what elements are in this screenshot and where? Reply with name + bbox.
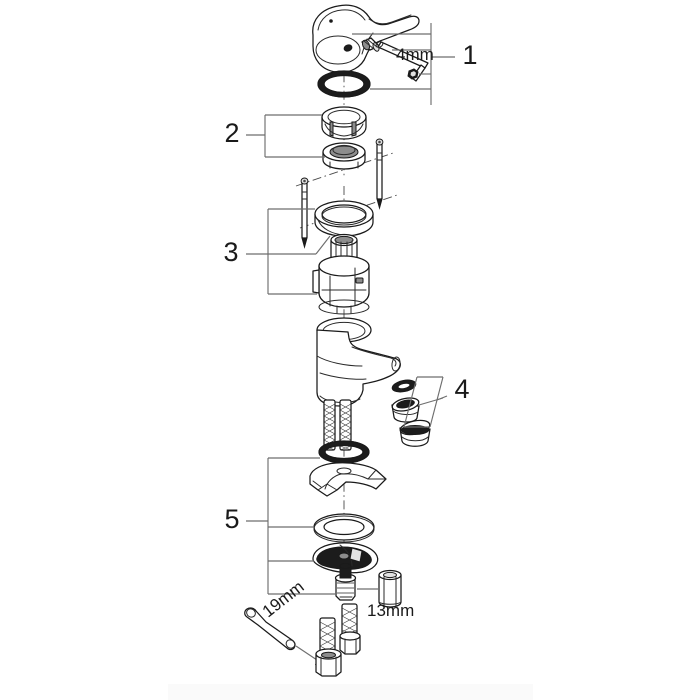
bottom-band	[168, 684, 533, 700]
callout-number-3: 3	[223, 237, 238, 267]
size-label-13mm: 13mm	[367, 601, 414, 620]
leader-group-1	[352, 23, 455, 105]
part-retaining-collar	[321, 106, 367, 140]
callout-number-5: 5	[224, 504, 239, 534]
part-aerator-housing	[399, 419, 431, 447]
part-base-gasket	[309, 462, 387, 497]
part-adapter-ring	[322, 142, 366, 170]
part-aerator-insert	[391, 397, 420, 423]
part-grub-screw	[361, 37, 380, 52]
part-mounting-bracket	[312, 542, 379, 574]
part-hose-connector-assembly	[315, 603, 361, 677]
part-cap-ring	[317, 70, 371, 98]
part-wrench-19mm	[244, 607, 326, 666]
size-label-4mm: 4mm	[396, 45, 434, 64]
part-cartridge-nut	[314, 200, 374, 237]
callout-number-4: 4	[454, 374, 469, 404]
part-flexible-hose-pair	[323, 399, 352, 451]
part-faucet-body	[316, 317, 401, 407]
callout-number-1: 1	[462, 40, 477, 70]
leader-group-5	[246, 457, 336, 595]
part-o-ring-seal	[318, 440, 370, 464]
callout-number-2: 2	[224, 118, 239, 148]
part-socket-13mm	[378, 569, 402, 608]
leader-group-3	[246, 208, 331, 295]
leader-group-2	[246, 114, 325, 158]
part-washer-ring	[313, 513, 375, 543]
part-threaded-stud-nut	[334, 562, 357, 601]
part-screw-plug	[407, 68, 419, 80]
size-label-19mm: 19mm	[259, 577, 308, 621]
part-ceramic-cartridge	[312, 233, 370, 315]
part-cartridge-screw-right	[375, 138, 384, 210]
part-cartridge-screw-left	[300, 177, 309, 249]
leader-group-4	[403, 376, 448, 428]
